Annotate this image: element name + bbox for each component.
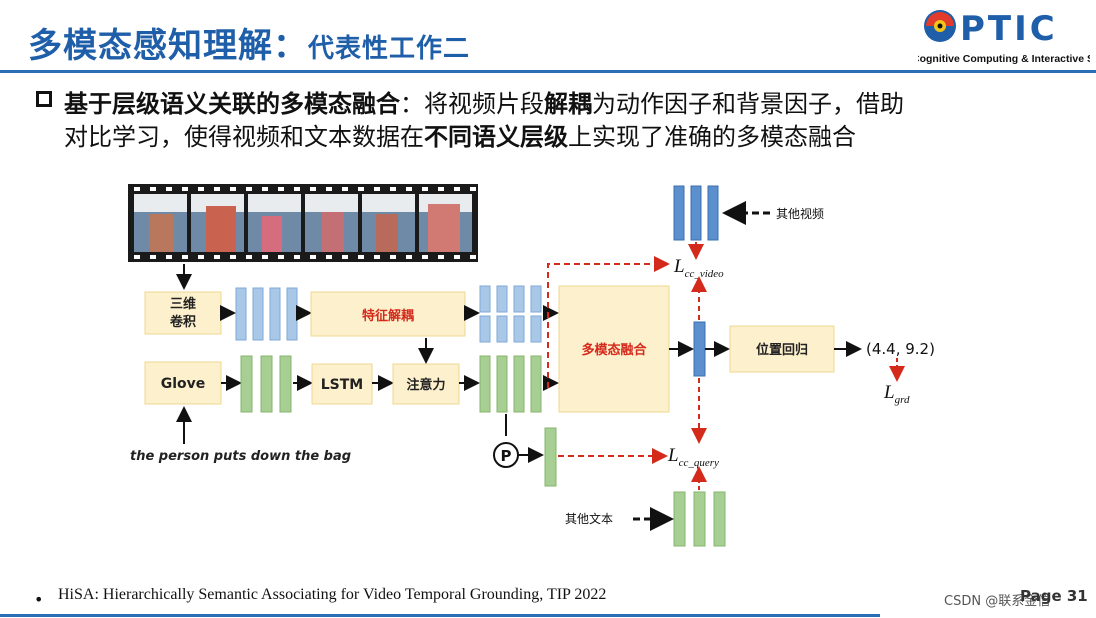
word-embedding-bars — [240, 355, 292, 413]
footnote-bullet: • — [34, 590, 44, 609]
arrow-factors-to-lv — [547, 256, 670, 388]
video-feature-bars — [235, 287, 298, 341]
regression-label: 位置回归 — [756, 342, 808, 358]
title-sub: 代表性工作二 — [308, 34, 471, 64]
bullet-text-2b: 上实现了准确的多模态融合 — [568, 123, 856, 151]
footnote-citation: HiSA: Hierarchically Semantic Associatin… — [58, 586, 607, 603]
video-film-strip — [128, 184, 478, 262]
regression-box — [729, 325, 835, 373]
decoupled-factor-bars — [479, 285, 542, 343]
page-number: Page 31 — [1020, 587, 1088, 605]
lstm-box — [311, 363, 373, 405]
bullet-bold-3: 不同语义层级 — [424, 123, 568, 151]
decouple-label: 特征解耦 — [362, 308, 414, 324]
lstm-label: LSTM — [321, 377, 364, 393]
title-rule — [0, 70, 1096, 73]
bullet-square-icon — [36, 91, 52, 107]
loss-cc-video: Lcc_video — [673, 256, 724, 280]
bullet-bold-1: 基于层级语义关联的多模态融合 — [64, 90, 400, 118]
query-sentence: the person puts down the bag — [130, 449, 351, 464]
hier-text-feature-bars — [479, 355, 542, 413]
bullet-text-2a: 对比学习，使得视频和文本数据在 — [64, 123, 424, 151]
glove-box — [144, 361, 222, 405]
other-text-bars — [673, 491, 726, 547]
page-title: 多模态感知理解：代表性工作二 — [28, 18, 470, 67]
attention-label: 注意力 — [406, 377, 445, 393]
pooled-query-bar — [544, 427, 557, 487]
logo-eye-icon — [924, 10, 956, 42]
conv3d-label-2: 卷积 — [170, 314, 196, 330]
video-frames — [134, 194, 472, 252]
decouple-box — [310, 291, 466, 337]
bullet-bold-2: 解耦 — [544, 90, 592, 118]
bullet-text-1a: ：将视频片段 — [400, 90, 544, 118]
bullet-line-1: 基于层级语义关联的多模态融合：将视频片段解耦为动作因子和背景因子，借助 — [64, 84, 904, 119]
conv3d-label-1: 三维 — [170, 296, 196, 312]
fusion-box — [558, 285, 670, 413]
bullet-text-1b: 为动作因子和背景因子，借助 — [592, 90, 904, 118]
pooling-symbol: P — [501, 447, 512, 465]
other-text-label: 其他文本 — [565, 511, 613, 526]
csdn-watermark: CSDN @联系金信 — [944, 594, 1051, 609]
glove-label: Glove — [161, 376, 206, 392]
logo-brand: PTIC — [960, 9, 1058, 49]
conv3d-box — [144, 291, 222, 335]
bottom-rule — [0, 614, 880, 617]
attention-box — [392, 363, 460, 405]
bullet-line-2: 对比学习，使得视频和文本数据在不同语义层级上实现了准确的多模态融合 — [64, 117, 856, 152]
other-video-label: 其他视频 — [776, 206, 824, 221]
loss-grd: Lgrd — [883, 382, 910, 406]
fusion-label: 多模态融合 — [581, 342, 647, 358]
output-timestamps: (4.4, 9.2) — [866, 340, 935, 358]
other-video-bars — [673, 185, 719, 241]
fused-feature-bar — [693, 321, 706, 377]
loss-cc-query: Lcc_query — [667, 445, 719, 469]
title-main: 多模态感知理解： — [28, 26, 308, 66]
